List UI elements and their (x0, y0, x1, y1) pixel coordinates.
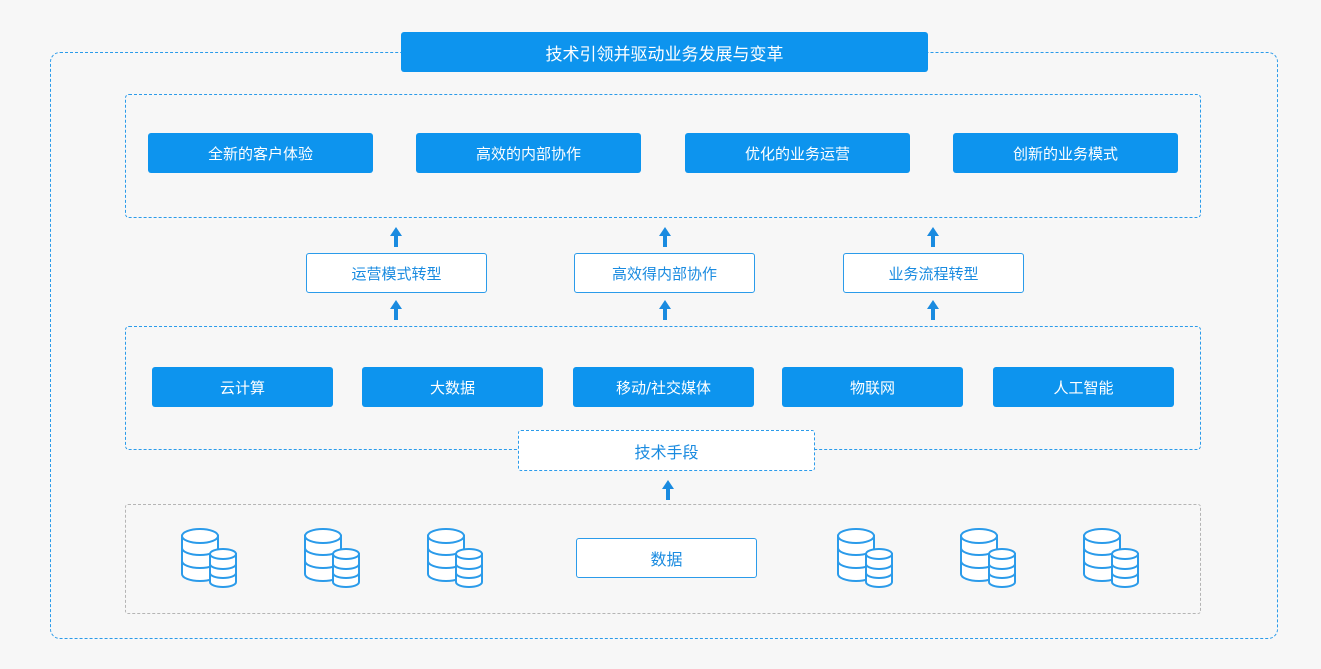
data-panel (125, 504, 1201, 614)
tech-box-big-data: 大数据 (362, 367, 543, 407)
database-icon (180, 527, 238, 589)
tech-means-label: 技术手段 (518, 430, 815, 471)
arrow-up-icon (927, 300, 939, 320)
database-icon (1082, 527, 1140, 589)
arrow-up-icon (927, 227, 939, 247)
tech-box-iot: 物联网 (782, 367, 963, 407)
outcome-box-internal-collaboration: 高效的内部协作 (416, 133, 641, 173)
database-icon (836, 527, 894, 589)
transformation-internal-collaboration: 高效得内部协作 (574, 253, 755, 293)
arrow-up-icon (659, 300, 671, 320)
database-icon (426, 527, 484, 589)
transformation-operating-model: 运营模式转型 (306, 253, 487, 293)
diagram-title: 技术引领并驱动业务发展与变革 (401, 32, 928, 72)
database-icon (959, 527, 1017, 589)
arrow-up-icon (662, 480, 674, 500)
outcome-box-customer-experience: 全新的客户体验 (148, 133, 373, 173)
outcome-box-business-operations: 优化的业务运营 (685, 133, 910, 173)
data-label: 数据 (576, 538, 757, 578)
arrow-up-icon (659, 227, 671, 247)
arrow-up-icon (390, 300, 402, 320)
database-icon (303, 527, 361, 589)
arrow-up-icon (390, 227, 402, 247)
tech-box-ai: 人工智能 (993, 367, 1174, 407)
tech-box-cloud-computing: 云计算 (152, 367, 333, 407)
outcome-box-business-model: 创新的业务模式 (953, 133, 1178, 173)
outcomes-panel (125, 94, 1201, 218)
tech-box-mobile-social: 移动/社交媒体 (573, 367, 754, 407)
transformation-business-process: 业务流程转型 (843, 253, 1024, 293)
